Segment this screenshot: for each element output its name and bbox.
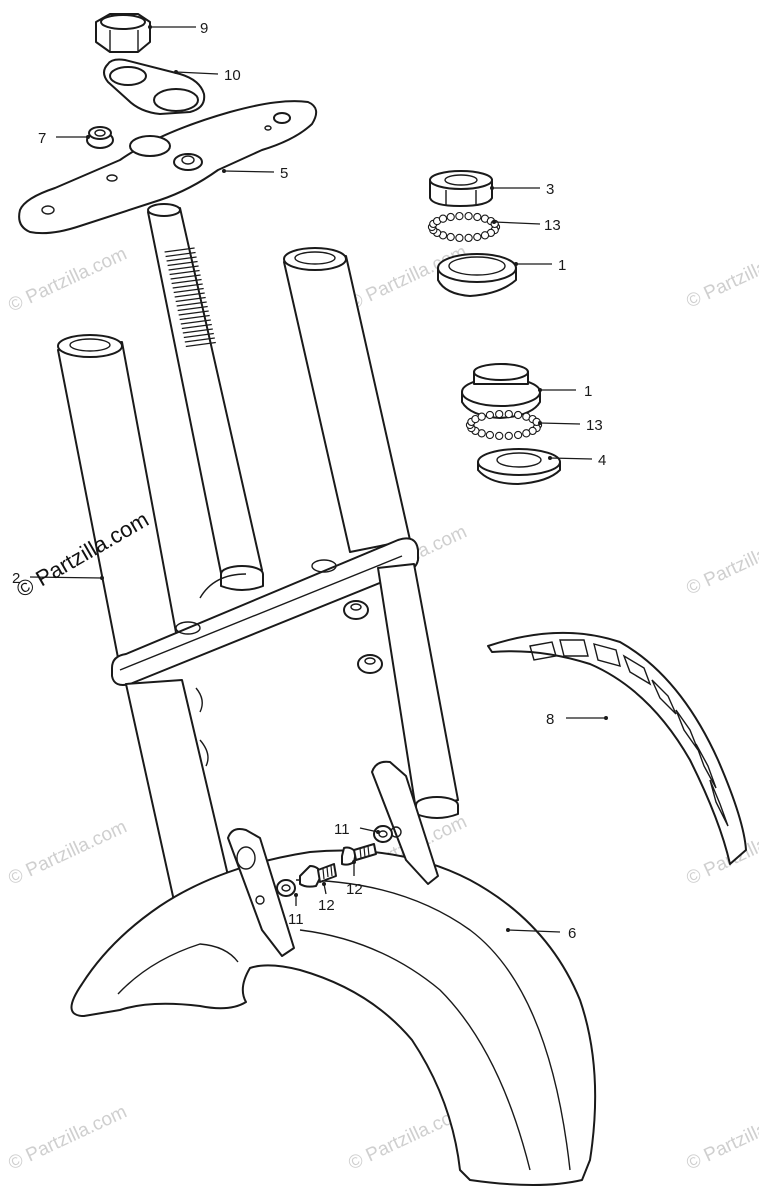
bearing-ball <box>455 211 464 221</box>
stem-thread-line <box>167 260 198 267</box>
part-1-upper-bearing-cup <box>437 253 517 297</box>
part-11-12-hardware <box>276 825 393 897</box>
reflector-cell <box>593 643 621 667</box>
part-13-upper-ball-race <box>427 211 501 243</box>
reflector-cell <box>709 779 729 827</box>
reflector-cell <box>651 679 677 715</box>
callout-7: 7 <box>38 130 46 147</box>
watermark-text: © Partzilla.com <box>5 816 130 889</box>
bearing-ball <box>480 231 490 240</box>
watermark-text: © Partzilla.com <box>683 239 759 312</box>
callout-12-upper: 12 <box>346 881 363 898</box>
callout-11-lower: 11 <box>288 911 304 928</box>
bearing-ball <box>485 410 495 420</box>
bearing-ball <box>485 430 495 440</box>
bearing-ball <box>522 429 531 438</box>
bearing-ball <box>477 412 486 421</box>
part-3-castle-nut <box>429 170 493 207</box>
part-5-upper-bracket <box>18 100 318 235</box>
part-10-plate <box>103 58 206 115</box>
bearing-ball <box>455 233 464 243</box>
bearing-ball <box>438 214 448 223</box>
stem-thread-line <box>179 314 210 321</box>
stem-thread-line <box>164 247 195 253</box>
bearing-ball <box>464 211 473 221</box>
callout-13-upper: 13 <box>544 217 561 234</box>
watermark-text: © Partzilla.com <box>5 1101 130 1174</box>
bearing-ball <box>446 212 455 222</box>
stem-thread-line <box>173 287 204 294</box>
reflector-cell <box>695 743 717 789</box>
callout-8: 8 <box>546 711 554 728</box>
bearing-ball <box>504 409 513 419</box>
stem-thread-line <box>171 278 202 285</box>
callout-9: 9 <box>200 20 208 37</box>
callout-1-upper: 1 <box>558 257 566 274</box>
leader-lines <box>29 25 608 933</box>
stem-thread-line <box>166 256 197 262</box>
bearing-ball <box>504 431 513 441</box>
callout-2: 2 <box>12 570 20 587</box>
bearing-ball <box>464 233 473 243</box>
reflector-cell <box>559 639 589 657</box>
stem-thread-line <box>175 296 206 303</box>
stem-thread-line <box>169 269 200 276</box>
bearing-ball <box>446 232 455 242</box>
callout-6: 6 <box>568 925 576 942</box>
callout-5: 5 <box>280 165 288 182</box>
callout-13-lower: 13 <box>586 417 603 434</box>
stem-thread-line <box>183 332 214 339</box>
stem-thread-line <box>172 283 203 289</box>
stem-thread-line <box>184 337 215 343</box>
bearing-ball <box>513 430 523 440</box>
callout-3: 3 <box>546 181 554 198</box>
stem-thread-line <box>168 265 199 271</box>
bearing-ball <box>513 410 523 420</box>
stem-thread-line <box>185 341 216 348</box>
part-7-grommet <box>86 126 114 149</box>
stem-thread-line <box>176 301 207 307</box>
watermark-text: © Partzilla.com <box>683 1101 759 1174</box>
stem-thread-line <box>180 319 211 325</box>
part-1-lower-bearing-cup <box>461 363 541 419</box>
stem-thread-line <box>181 323 212 330</box>
part-8-reflector-strip <box>487 631 747 865</box>
part-6-fender <box>70 760 597 1186</box>
bearing-ball <box>473 232 482 242</box>
callout-10: 10 <box>224 67 241 84</box>
callout-11-upper: 11 <box>334 821 350 838</box>
callout-labels: 9 10 7 5 3 13 1 1 13 4 2 8 11 12 11 12 6 <box>12 20 606 942</box>
part-2-fork-assembly <box>57 203 459 942</box>
stem-thread-line <box>182 328 213 334</box>
bearing-ball <box>495 409 504 419</box>
stem-thread-line <box>177 305 208 312</box>
watermark-text: © Partzilla.com <box>683 526 759 599</box>
reflector-cell <box>529 641 557 661</box>
bearing-ball <box>495 431 504 441</box>
stem-thread-line <box>170 274 201 280</box>
watermark-text: © Partzilla.com <box>5 243 130 316</box>
callout-1-lower: 1 <box>584 383 592 400</box>
part-9-nut <box>95 13 151 53</box>
bearing-ball <box>473 212 482 222</box>
stem-thread-line <box>165 251 196 258</box>
callout-4: 4 <box>598 452 606 469</box>
stem-thread-line <box>174 292 205 298</box>
part-4-cone-race <box>477 448 561 485</box>
stem-thread-line <box>178 310 209 316</box>
callout-12-lower: 12 <box>318 897 335 914</box>
reflector-cell <box>622 654 652 686</box>
